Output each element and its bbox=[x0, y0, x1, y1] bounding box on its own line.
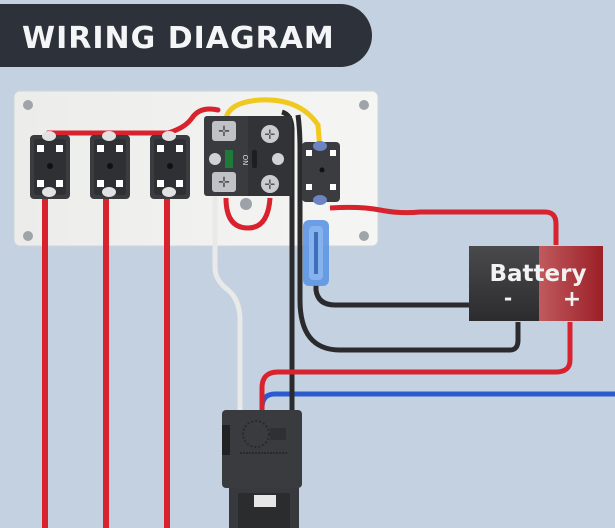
mounting-hole bbox=[23, 100, 33, 110]
fuse-holder-3 bbox=[150, 131, 190, 199]
wire-red-battery-to-connector bbox=[259, 322, 573, 420]
wire-black-2 bbox=[295, 114, 521, 353]
mounting-hole bbox=[359, 100, 369, 110]
wire-red-switch-loop bbox=[223, 197, 273, 231]
fuse-output-wires bbox=[42, 195, 170, 528]
rocker-indicator bbox=[254, 495, 276, 507]
inline-fuse-connector bbox=[303, 220, 329, 286]
wire-red-battery-positive-in bbox=[329, 204, 559, 245]
screw-terminal bbox=[261, 125, 279, 143]
wire-yellow bbox=[223, 97, 323, 153]
screw-terminal bbox=[261, 175, 279, 193]
screw-terminal bbox=[212, 172, 236, 192]
battery: Battery - + bbox=[469, 246, 603, 321]
battery-negative-side bbox=[469, 246, 541, 321]
svg-text:✛: ✛ bbox=[265, 128, 276, 143]
svg-text:✛: ✛ bbox=[265, 178, 276, 193]
wire-black-3 bbox=[313, 285, 472, 308]
mounting-hole bbox=[359, 231, 369, 241]
wire-red-fuse-bus bbox=[45, 106, 221, 136]
battery-negative-terminal-label: - bbox=[504, 286, 512, 310]
battery-positive-side bbox=[539, 246, 603, 321]
fuse-holder-2 bbox=[90, 131, 130, 199]
screw-terminal bbox=[212, 121, 236, 141]
svg-text:✛: ✛ bbox=[218, 175, 230, 191]
title-banner: WIRING DIAGRAM bbox=[0, 4, 372, 67]
mounting-hole bbox=[23, 231, 33, 241]
status-window bbox=[225, 150, 233, 168]
switch-contact-block: ✛ ✛ ✛ ✛ ON bbox=[204, 116, 292, 210]
main-fuse-holder bbox=[302, 141, 340, 205]
wire-blue bbox=[259, 391, 615, 420]
battery-positive-terminal-label: + bbox=[563, 287, 581, 312]
rocker-switch-connector bbox=[222, 410, 302, 528]
svg-text:✛: ✛ bbox=[218, 124, 230, 140]
fuse-holder-1 bbox=[30, 131, 70, 199]
page-title: WIRING DIAGRAM bbox=[22, 21, 335, 56]
wire-white bbox=[212, 195, 243, 423]
battery-label: Battery bbox=[490, 261, 587, 287]
switch-on-label: ON bbox=[241, 155, 249, 166]
